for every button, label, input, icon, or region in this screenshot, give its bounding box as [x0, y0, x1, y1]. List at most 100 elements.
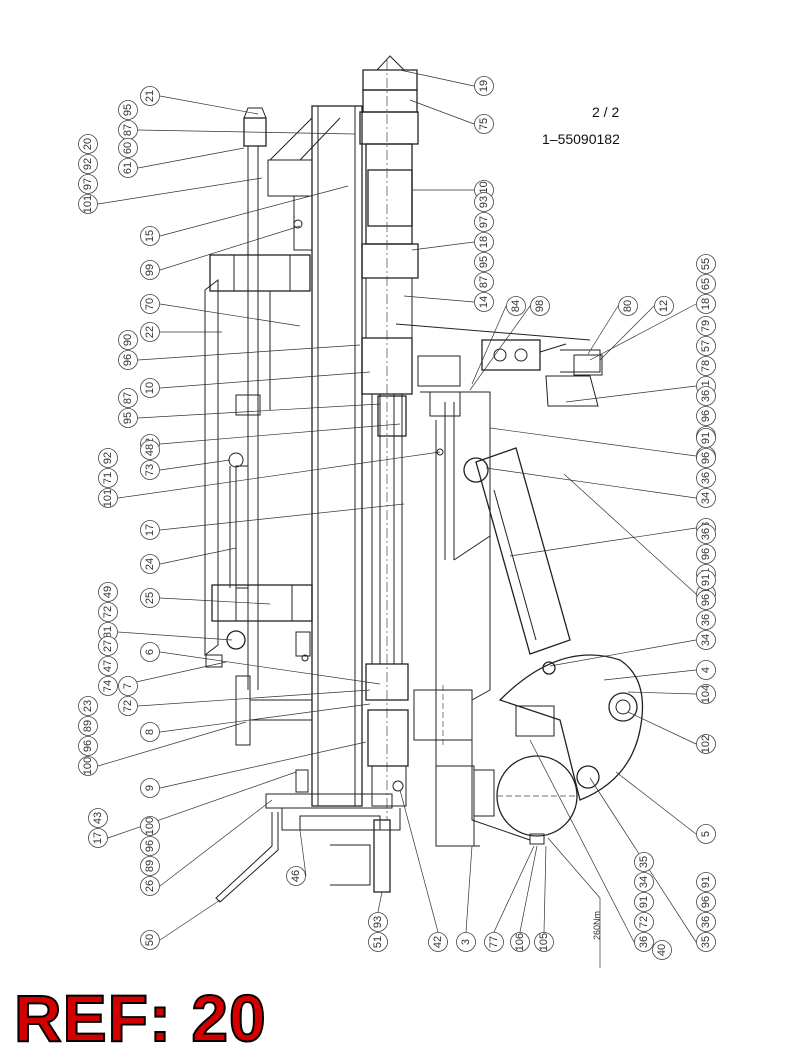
balloon-circle: [140, 836, 160, 856]
balloon-circle: [140, 642, 160, 662]
balloon-group-r9: 12: [654, 296, 674, 316]
balloon-circle: [118, 138, 138, 158]
balloon-label: 40: [656, 944, 668, 956]
balloon-circle: [506, 296, 526, 316]
leader-line: [107, 771, 297, 839]
leader-line: [489, 427, 697, 457]
leader-line: [627, 711, 697, 745]
balloon-circle: [652, 940, 672, 960]
balloon-group-b5: 106: [510, 932, 530, 952]
balloon-group-l15: 17: [140, 520, 160, 540]
balloon-label: 91: [700, 432, 712, 444]
leader-line: [519, 845, 538, 933]
balloon-label: 47: [102, 660, 114, 672]
balloon-circle: [696, 356, 716, 376]
balloon-label: 73: [144, 464, 156, 476]
balloon-label: 99: [144, 264, 156, 276]
balloon-label: 4: [700, 667, 712, 673]
balloon-circle: [140, 588, 160, 608]
balloon-label: 72: [122, 700, 134, 712]
leader-line: [159, 303, 301, 327]
balloon-label: 87: [122, 124, 134, 136]
leader-line: [159, 225, 301, 271]
balloon-group-r1: 19: [474, 76, 494, 96]
balloon-label: 35: [700, 936, 712, 948]
balloon-circle: [118, 388, 138, 408]
balloon-label: 36: [700, 528, 712, 540]
balloon-label: 11: [700, 380, 712, 391]
leader-line: [97, 177, 263, 205]
balloon-circle: [696, 254, 716, 274]
balloon-group-l21: 72 7: [118, 676, 138, 716]
balloon-circle: [140, 294, 160, 314]
balloon-group-l6: 99: [140, 260, 160, 280]
leader-line: [409, 99, 475, 125]
balloon-label: 72: [102, 606, 114, 618]
drawing-lines: [204, 55, 644, 903]
leader-line: [137, 403, 381, 419]
balloon-circle: [140, 876, 160, 896]
leader-line: [97, 721, 247, 767]
balloon-label: 6: [144, 649, 156, 655]
callout-balloons: 2187956160101979220159970229690109587427…: [78, 76, 716, 960]
balloon-group-l17: 25: [140, 588, 160, 608]
balloon-label: 12: [658, 300, 670, 312]
balloon-label: 74: [102, 680, 114, 692]
balloon-circle: [78, 174, 98, 194]
balloon-label: 23: [82, 700, 94, 712]
torque-note: 260Nm: [592, 911, 602, 940]
balloon-group-r23: 40: [652, 940, 672, 960]
balloon-label: 9: [144, 785, 156, 791]
balloon-group-b3: 3: [456, 932, 476, 952]
balloon-circle: [696, 406, 716, 426]
balloon-label: 81: [102, 626, 114, 638]
leader-line: [565, 385, 697, 403]
balloon-circle: [696, 570, 716, 590]
balloon-label: 51: [372, 936, 384, 948]
balloon-group-l19: 6: [140, 642, 160, 662]
balloon-label: 36: [700, 472, 712, 484]
leader-line: [137, 129, 356, 135]
balloon-label: 26: [144, 880, 156, 892]
balloon-label: 10: [144, 382, 156, 394]
balloon-circle: [88, 828, 108, 848]
balloon-label: 25: [144, 592, 156, 604]
balloon-circle: [696, 428, 716, 448]
balloon-label: 87: [122, 392, 134, 404]
leader-line: [509, 527, 697, 557]
balloon-circle: [474, 232, 494, 252]
balloon-circle: [618, 296, 638, 316]
balloon-circle: [484, 932, 504, 952]
balloon-circle: [118, 350, 138, 370]
balloon-circle: [696, 386, 716, 406]
balloon-circle: [474, 292, 494, 312]
balloon-circle: [78, 736, 98, 756]
balloon-circle: [634, 892, 654, 912]
balloon-label: 21: [144, 90, 156, 102]
balloon-label: 34: [638, 876, 650, 888]
balloon-label: 96: [700, 452, 712, 464]
balloon-circle: [78, 716, 98, 736]
balloon-label: 36: [638, 936, 650, 948]
balloon-label: 57: [700, 340, 712, 352]
balloon-label: 3: [460, 939, 472, 945]
balloon-label: 7: [122, 683, 134, 689]
balloon-circle: [696, 468, 716, 488]
leader-line: [159, 459, 231, 471]
balloon-circle: [98, 488, 118, 508]
balloon-circle: [696, 316, 716, 336]
leader-line: [403, 295, 475, 303]
balloon-circle: [696, 590, 716, 610]
balloon-label: 35: [638, 856, 650, 868]
leader-line: [411, 241, 475, 251]
balloon-label: 91: [638, 896, 650, 908]
balloon-circle: [98, 468, 118, 488]
balloon-circle: [140, 816, 160, 836]
